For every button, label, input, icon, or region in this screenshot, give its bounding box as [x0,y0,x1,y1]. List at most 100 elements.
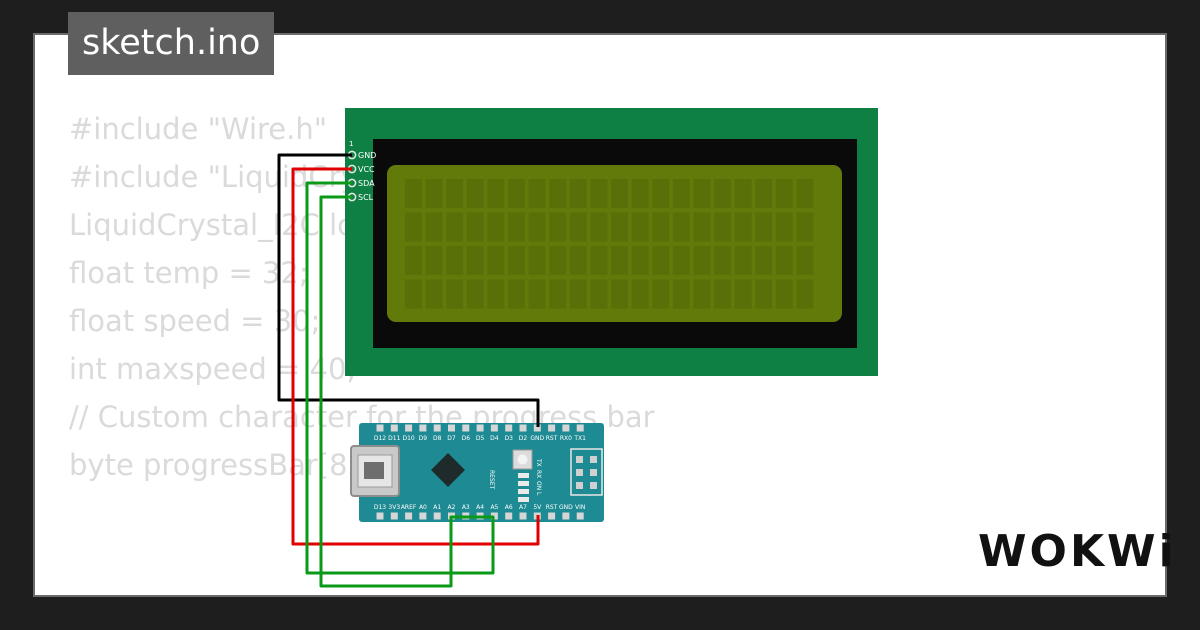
nano-pin[interactable] [376,424,384,432]
lcd-cell [611,212,628,242]
nano-pin-label: A1 [433,504,441,511]
nano-pin-label: D4 [490,435,499,442]
lcd-cell [693,212,711,242]
nano-pin[interactable] [490,424,498,432]
nano-pin-label: RX0 [560,435,572,442]
lcd-cell [672,246,690,275]
lcd-cell [405,212,422,242]
nano-pin[interactable] [448,424,455,432]
nano-pin[interactable] [476,424,484,432]
lcd-cell [466,246,484,275]
nano-pin[interactable] [505,424,513,432]
nano-pin[interactable] [462,424,470,432]
lcd-cell [631,279,649,309]
nano-pin[interactable] [376,512,384,520]
lcd-cell [693,246,711,275]
lcd-cell [775,246,793,275]
lcd-cell [714,279,731,309]
lcd-cell [755,179,773,208]
lcd-cell [405,179,422,208]
nano-pin[interactable] [390,424,398,432]
nano-pin[interactable] [548,512,556,520]
wire-gnd[interactable] [277,153,540,427]
lcd-cell [569,212,587,242]
lcd-cell [631,246,649,275]
lcd-cell [734,279,752,309]
code-line: float temp = 32; [69,256,309,290]
lcd-cell [508,246,525,275]
lcd-cell [466,212,484,242]
lcd-cell [755,212,773,242]
nano-pin[interactable] [562,424,570,432]
lcd-cell [487,212,505,242]
lcd-cell [549,279,567,309]
nano-pin[interactable] [505,512,513,520]
wire-sda[interactable] [305,181,495,575]
side-label-tx: TX [535,458,542,467]
lcd-cell [528,179,546,208]
nano-pin[interactable] [390,512,398,520]
nano-pin-label: D13 [374,504,386,511]
nano-pin[interactable] [519,512,527,520]
reset-button-cap [517,454,528,465]
nano-pin-label: A2 [448,504,456,511]
lcd-pin-label: SDA [358,179,375,188]
lcd-cell [734,179,752,208]
lcd-cell [528,279,546,309]
nano-pin[interactable] [548,424,556,432]
lcd-cell [611,246,628,275]
nano-pin[interactable] [533,424,541,432]
nano-pin-label: D11 [388,435,400,442]
lcd-cell [672,212,690,242]
lcd-cell [508,279,525,309]
lcd-cell [775,179,793,208]
lcd-cell [796,179,814,208]
nano-pin[interactable] [419,424,427,432]
nano-pin[interactable] [433,512,441,520]
code-line: float speed = 30; [69,304,321,338]
nano-pin[interactable] [405,424,413,432]
wire-scl[interactable] [319,195,466,588]
nano-pin-label: 5V [533,504,542,511]
led-l [518,497,529,502]
lcd-cell [466,179,484,208]
wire-vcc[interactable] [291,167,540,546]
nano-pin[interactable] [562,512,570,520]
lcd-cell [405,246,422,275]
nano-pin-label: 3V3 [388,504,400,511]
nano-pin[interactable] [519,424,527,432]
lcd-cell [466,279,484,309]
lcd-cell [446,246,464,275]
nano-pin-label: GND [530,435,544,442]
usb-port-slot [364,462,384,479]
lcd-cell [611,279,628,309]
nano-pin-label: D9 [419,435,428,442]
lcd-cell [425,246,443,275]
lcd-cell [652,246,670,275]
nano-pin[interactable] [433,424,441,432]
wokwi-logo: WOKWi [978,526,1177,577]
lcd-cell [652,179,670,208]
lcd-cell [508,179,525,208]
lcd-cell [734,212,752,242]
nano-pin[interactable] [419,512,427,520]
nano-pin[interactable] [405,512,413,520]
nano-pin-label: GND [559,504,573,511]
nano-pin-label: A3 [462,504,470,511]
lcd-cell [569,246,587,275]
mcu-chip [431,453,465,487]
sketch-filename-tag[interactable]: sketch.ino [68,12,275,75]
nano-pin-label: A7 [519,504,527,511]
lcd-cell [672,279,690,309]
nano-pin-label: D5 [476,435,485,442]
nano-pin[interactable] [576,512,584,520]
nano-pin[interactable] [576,424,584,432]
nano-pin[interactable] [490,512,498,520]
lcd-cell [508,212,525,242]
nano-pin-label: A0 [419,504,427,511]
lcd-cell [652,212,670,242]
lcd-cell [755,246,773,275]
